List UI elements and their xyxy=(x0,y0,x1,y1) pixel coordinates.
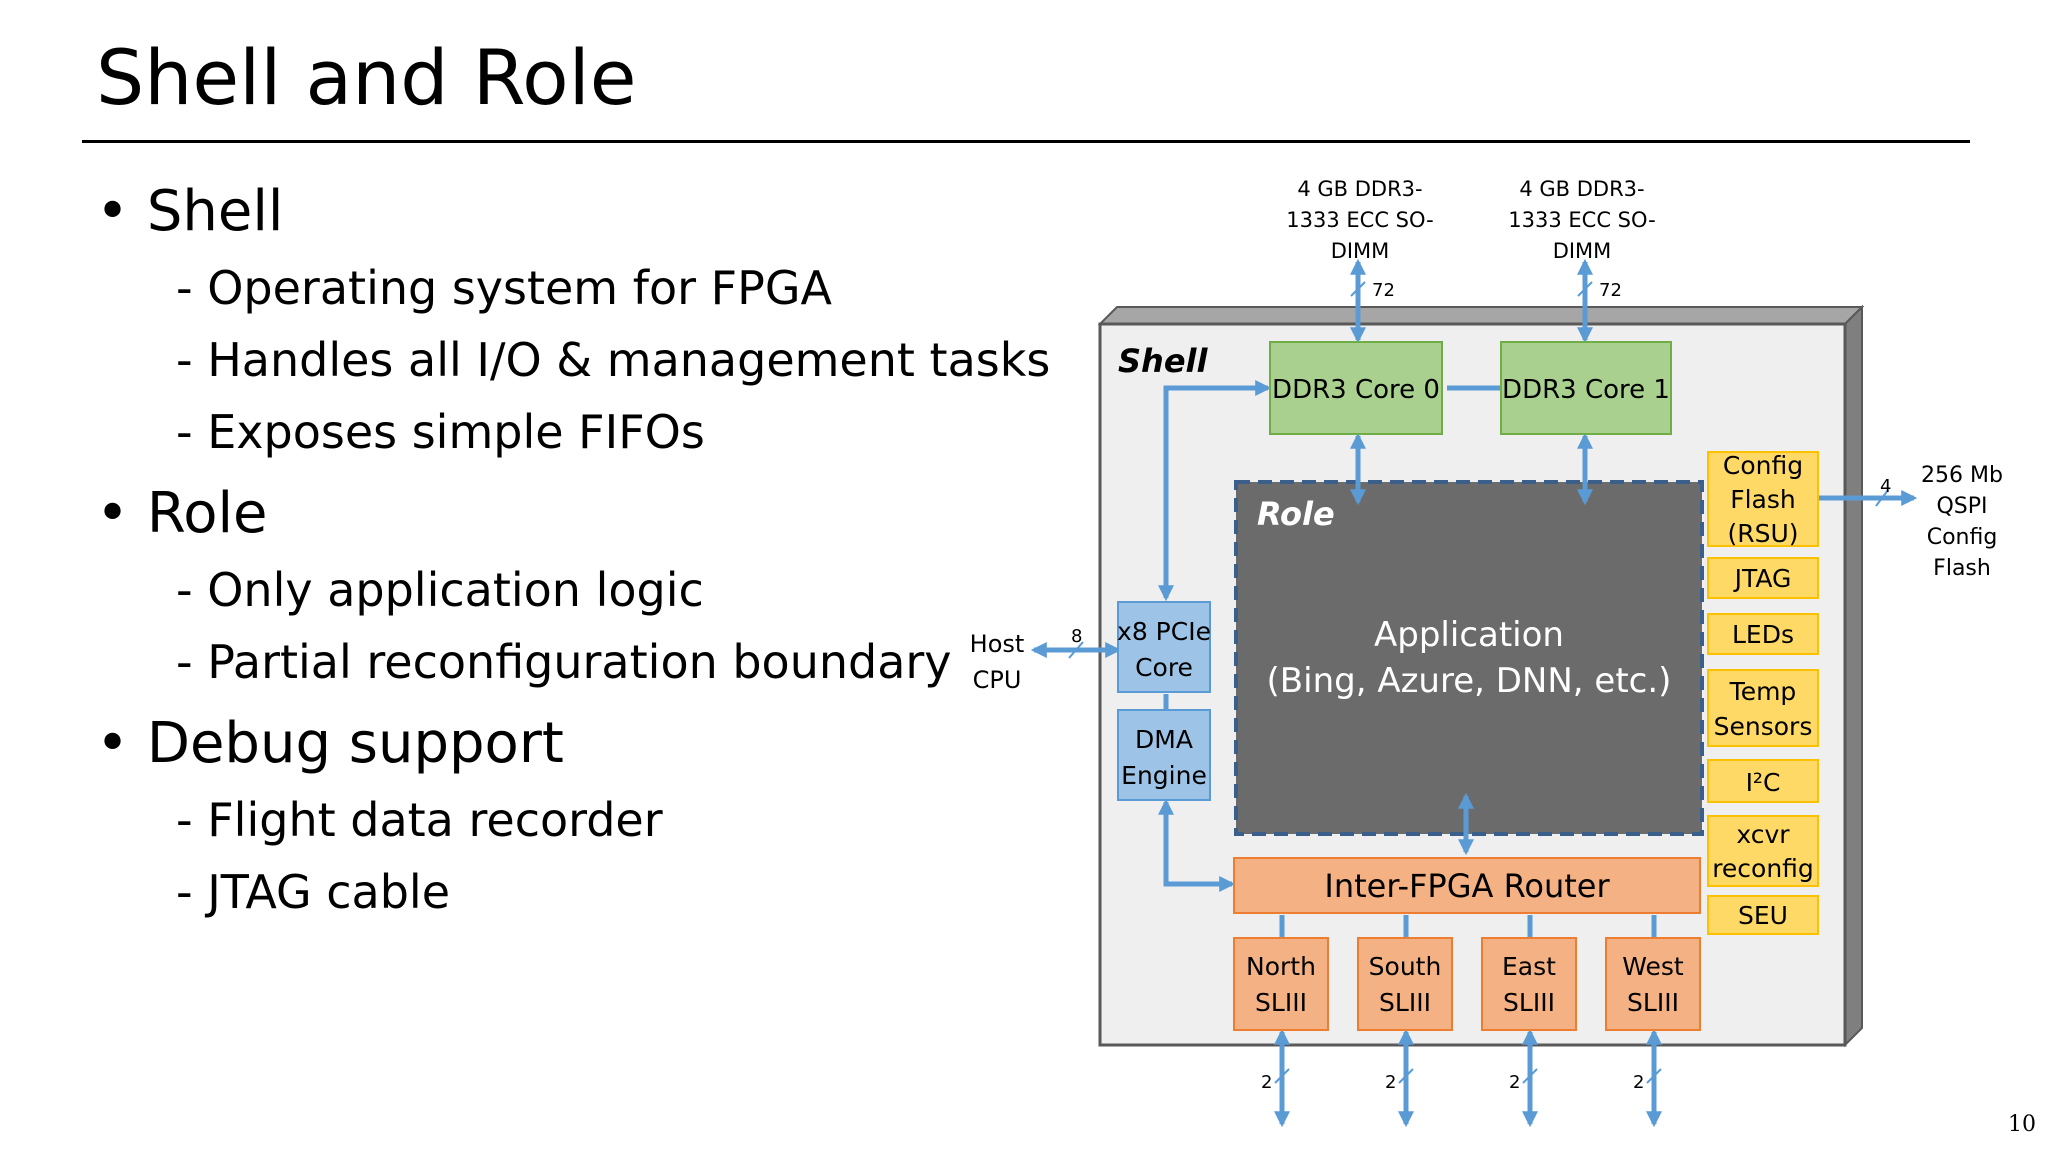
role-region xyxy=(1234,480,1704,836)
svg-text:Flash: Flash xyxy=(1730,485,1796,514)
dma-engine: DMA Engine xyxy=(1117,709,1211,801)
title-rule xyxy=(82,140,1970,143)
svg-text:Flash: Flash xyxy=(1933,556,1991,581)
svg-text:(RSU): (RSU) xyxy=(1727,519,1798,548)
svg-text:SLIII: SLIII xyxy=(1627,988,1679,1017)
sub-bullet: - Operating system for FPGA xyxy=(176,261,832,315)
dimm-0-label: 4 GB DDR3- 1333 ECC SO- DIMM xyxy=(1286,177,1433,263)
svg-text:xcvr: xcvr xyxy=(1736,820,1790,849)
east-slii: East SLIII xyxy=(1481,937,1577,1031)
svg-text:East: East xyxy=(1502,952,1556,981)
flash-width-label: 4 xyxy=(1880,476,1891,497)
svg-text:Config: Config xyxy=(1723,451,1803,480)
arrow-links xyxy=(1030,258,1918,1128)
svg-text:1333 ECC SO-: 1333 ECC SO- xyxy=(1286,208,1433,232)
bus-width-marks xyxy=(1068,281,1889,1084)
svg-text:QSPI: QSPI xyxy=(1936,494,1987,519)
svg-text:I²C: I²C xyxy=(1746,768,1781,797)
svg-text:JTAG: JTAG xyxy=(1733,564,1792,593)
inter-fpga-router: Inter-FPGA Router xyxy=(1233,857,1701,914)
ddr1-width-label: 72 xyxy=(1599,280,1622,301)
bus-width-labels: 72 72 8 4 2 2 2 2 xyxy=(1071,280,1891,1093)
bullet-shell: • Shell xyxy=(96,179,284,244)
svg-text:Sensors: Sensors xyxy=(1714,712,1813,741)
host-cpu-label: Host CPU xyxy=(970,630,1025,694)
north-width-label: 2 xyxy=(1261,1072,1272,1093)
svg-text:reconfig: reconfig xyxy=(1712,854,1814,883)
sub-bullet: - Partial reconfiguration boundary xyxy=(176,635,952,689)
sub-bullet: - Flight data recorder xyxy=(176,793,663,847)
bullet-debug: • Debug support xyxy=(96,711,564,776)
svg-text:SLIII: SLIII xyxy=(1255,988,1307,1017)
svg-text:1333 ECC SO-: 1333 ECC SO- xyxy=(1508,208,1655,232)
i2c-block: I²C xyxy=(1707,759,1819,803)
host-width-label: 8 xyxy=(1071,626,1082,647)
sub-bullet: - Only application logic xyxy=(176,563,704,617)
svg-text:DIMM: DIMM xyxy=(1553,239,1612,263)
svg-text:DDR3 Core 0: DDR3 Core 0 xyxy=(1272,375,1440,405)
svg-text:LEDs: LEDs xyxy=(1732,620,1794,649)
east-width-label: 2 xyxy=(1509,1072,1520,1093)
svg-text:North: North xyxy=(1246,952,1316,981)
svg-text:SEU: SEU xyxy=(1738,901,1788,930)
sub-bullet: - Handles all I/O & management tasks xyxy=(176,333,1051,387)
svg-text:4 GB DDR3-: 4 GB DDR3- xyxy=(1297,177,1422,201)
role-label: Role xyxy=(1257,495,1335,533)
svg-text:Temp: Temp xyxy=(1729,677,1797,706)
dimm-1-label: 4 GB DDR3- 1333 ECC SO- DIMM xyxy=(1508,177,1655,263)
application-title: Application xyxy=(1374,615,1564,655)
south-slii: South SLIII xyxy=(1357,937,1453,1031)
svg-text:4 GB DDR3-: 4 GB DDR3- xyxy=(1519,177,1644,201)
bullet-role: • Role xyxy=(96,481,268,546)
application-examples: (Bing, Azure, DNN, etc.) xyxy=(1267,661,1672,701)
ddr3-core-0: DDR3 Core 0 xyxy=(1269,341,1443,435)
pcie-core: x8 PCIe Core xyxy=(1117,601,1211,693)
svg-text:256 Mb: 256 Mb xyxy=(1921,463,2003,488)
page-number: 10 xyxy=(2008,1112,2036,1137)
svg-text:DMA: DMA xyxy=(1135,725,1193,754)
qspi-flash-label: 256 Mb QSPI Config Flash xyxy=(1921,463,2003,581)
sub-bullet: - Exposes simple FIFOs xyxy=(176,405,705,459)
svg-text:West: West xyxy=(1622,952,1684,981)
svg-text:CPU: CPU xyxy=(973,666,1022,694)
xcvr-reconfig-block: xcvr reconfig xyxy=(1707,815,1819,887)
seu-block: SEU xyxy=(1707,895,1819,935)
shell-label: Shell xyxy=(1118,342,1209,380)
svg-text:Core: Core xyxy=(1135,653,1193,682)
config-flash-rsu: Config Flash (RSU) xyxy=(1707,451,1819,548)
sub-bullet: - JTAG cable xyxy=(176,865,451,919)
svg-text:South: South xyxy=(1369,952,1442,981)
ddr3-core-1: DDR3 Core 1 xyxy=(1500,341,1672,435)
leds-block: LEDs xyxy=(1707,613,1819,655)
temp-sensors-block: Temp Sensors xyxy=(1707,669,1819,747)
svg-text:Config: Config xyxy=(1927,525,1998,550)
north-slii: North SLIII xyxy=(1233,937,1329,1031)
west-slii: West SLIII xyxy=(1605,937,1701,1031)
ddr0-width-label: 72 xyxy=(1372,280,1395,301)
svg-text:Inter-FPGA Router: Inter-FPGA Router xyxy=(1324,867,1610,905)
west-width-label: 2 xyxy=(1633,1072,1644,1093)
svg-text:Engine: Engine xyxy=(1121,761,1207,790)
svg-text:SLIII: SLIII xyxy=(1379,988,1431,1017)
svg-text:Host: Host xyxy=(970,630,1025,658)
plain-links xyxy=(1163,385,1657,938)
svg-text:DDR3 Core 1: DDR3 Core 1 xyxy=(1502,375,1670,405)
svg-text:SLIII: SLIII xyxy=(1503,988,1555,1017)
svg-text:x8 PCIe: x8 PCIe xyxy=(1117,617,1211,646)
svg-text:DIMM: DIMM xyxy=(1331,239,1390,263)
south-width-label: 2 xyxy=(1385,1072,1396,1093)
jtag-block: JTAG xyxy=(1707,557,1819,599)
slide-title: Shell and Role xyxy=(96,33,637,122)
